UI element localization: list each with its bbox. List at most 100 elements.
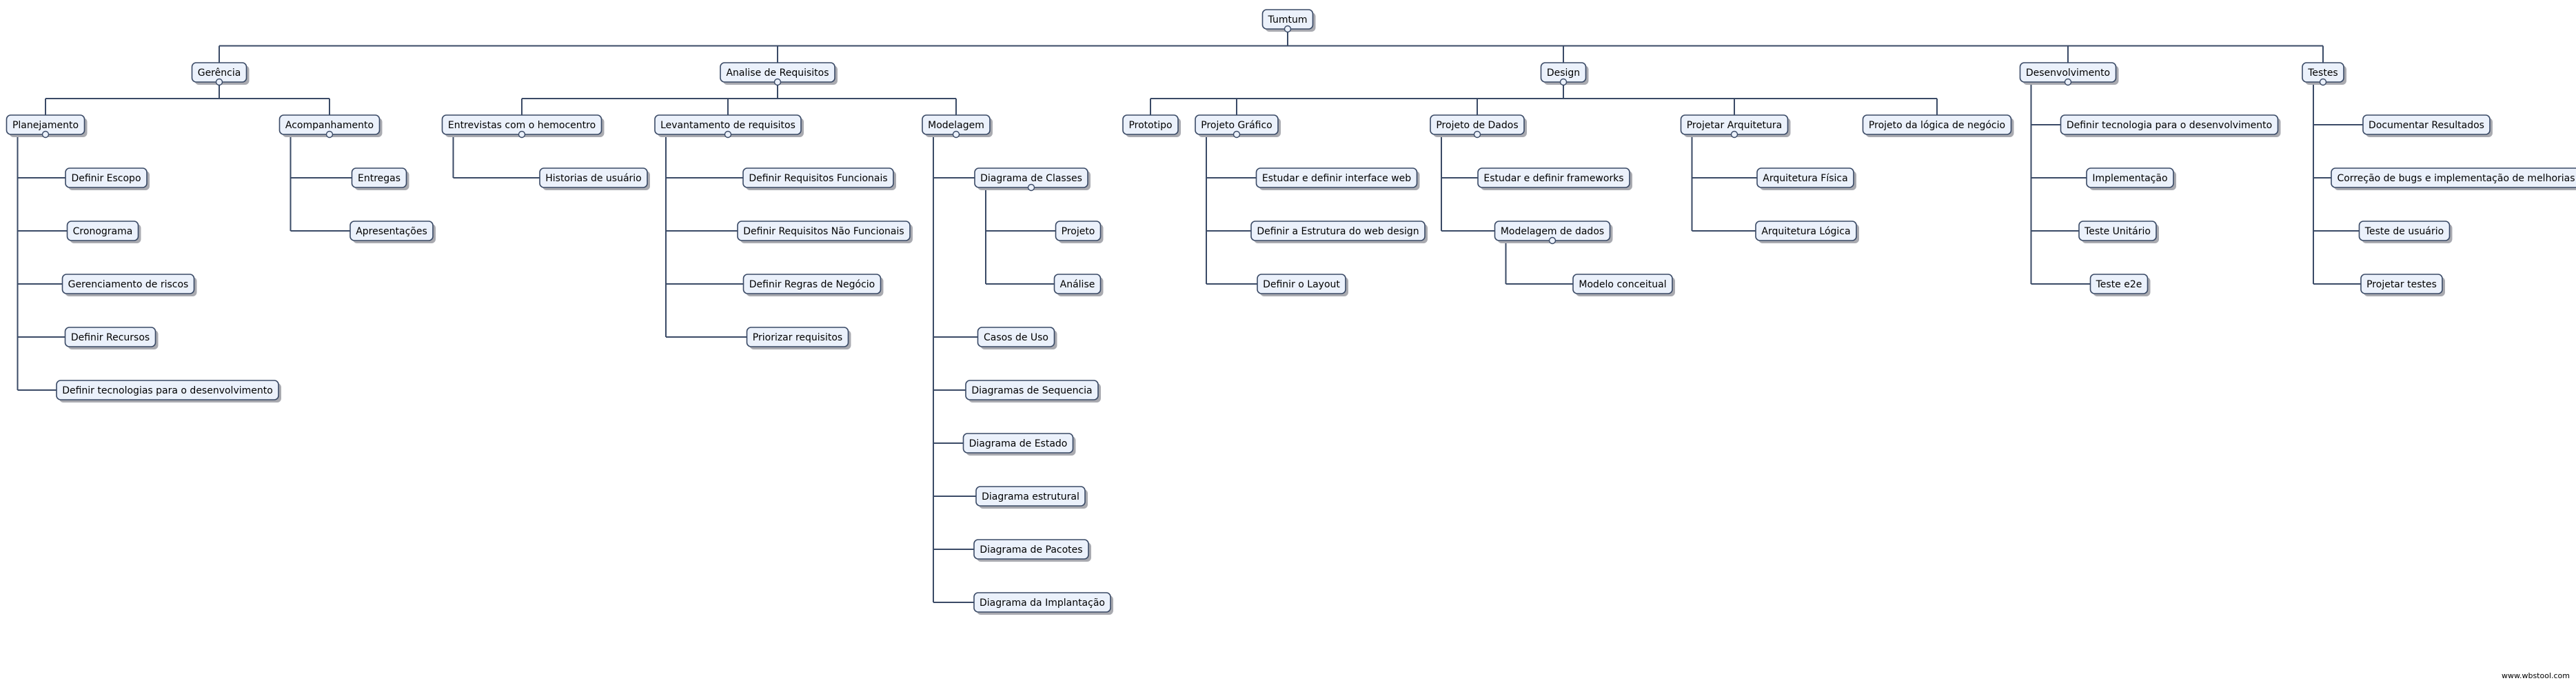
node-label: Entrevistas com o hemocentro (448, 120, 596, 131)
wbs-node-apresentacoes[interactable]: Apresentações (349, 221, 436, 243)
node-box (962, 433, 1074, 453)
node-box (977, 327, 1055, 347)
expand-handle[interactable] (2319, 78, 2327, 86)
wbs-node-prototipo[interactable]: Prototipo (1122, 114, 1181, 137)
expand-handle[interactable] (952, 130, 960, 139)
node-box (1477, 167, 1630, 188)
wbs-node-diagramas-de-sequencia[interactable]: Diagramas de Sequencia (965, 380, 1101, 402)
expand-handle[interactable] (41, 130, 50, 139)
expand-handle[interactable] (215, 78, 223, 86)
node-box (2060, 114, 2279, 135)
wbs-node-implementacao[interactable]: Implementação (2086, 167, 2176, 190)
wbs-node-entregas[interactable]: Entregas (351, 167, 409, 190)
node-label: Diagrama de Estado (969, 438, 1068, 449)
wbs-node-projeto-de-dados[interactable]: Projeto de Dados (1430, 114, 1527, 137)
node-box (1755, 221, 1857, 241)
expand-handle[interactable] (1730, 130, 1738, 139)
expand-handle[interactable] (1284, 25, 1292, 33)
wbs-node-modelagem[interactable]: Modelagem (922, 114, 993, 137)
node-label: Diagrama estrutural (982, 491, 1079, 502)
wbs-node-diagrama-estrutural[interactable]: Diagrama estrutural (975, 486, 1088, 509)
wbs-node-tumtum[interactable]: Tumtum (1261, 9, 1316, 32)
wbs-node-definir-tecnologia-para-o-desenvolvimento[interactable]: Definir tecnologia para o desenvolviment… (2060, 114, 2281, 137)
wbs-node-definir-recursos[interactable]: Definir Recursos (64, 327, 159, 349)
wbs-node-estudar-e-definir-frameworks[interactable]: Estudar e definir frameworks (1477, 167, 1632, 190)
node-label: Análise (1060, 279, 1095, 290)
wbs-node-arquitetura-logica[interactable]: Arquitetura Lógica (1755, 221, 1859, 243)
wbs-node-gerencia[interactable]: Gerência (191, 62, 250, 85)
wbs-node-definir-a-estrutura-do-web-design[interactable]: Definir a Estrutura do web design (1250, 221, 1428, 243)
wbs-node-levantamento-de-requisitos[interactable]: Levantamento de requisitos (654, 114, 804, 137)
wbs-node-analise-de-requisitos[interactable]: Analise de Requisitos (720, 62, 838, 85)
expand-handle[interactable] (325, 130, 334, 139)
wbs-node-projeto[interactable]: Projeto (1055, 221, 1104, 243)
wbs-node-teste-e2e[interactable]: Teste e2e (2089, 274, 2151, 296)
wbs-node-estudar-e-definir-interface-web[interactable]: Estudar e definir interface web (1255, 167, 1420, 190)
node-box (1572, 274, 1673, 294)
node-label: Historias de usuário (545, 173, 642, 184)
node-label: Definir Requisitos Funcionais (749, 173, 887, 184)
expand-handle[interactable] (1473, 130, 1481, 139)
expand-handle[interactable] (1233, 130, 1241, 139)
wbs-node-diagrama-de-estado[interactable]: Diagrama de Estado (962, 433, 1076, 456)
expand-handle[interactable] (724, 130, 732, 139)
wbs-node-definir-tecnologias-para-o-desenvolvimento[interactable]: Definir tecnologias para o desenvolvimen… (56, 380, 281, 402)
wbs-node-acompanhamento[interactable]: Acompanhamento (278, 114, 383, 137)
wbs-node-modelo-conceitual[interactable]: Modelo conceitual (1572, 274, 1675, 296)
wbs-node-teste-unitario[interactable]: Teste Unitário (2078, 221, 2159, 243)
wbs-node-documentar-resultados[interactable]: Documentar Resultados (2362, 114, 2493, 137)
node-label: Casos de Uso (984, 332, 1048, 343)
wbs-node-diagrama-da-implantacao[interactable]: Diagrama da Implantação (973, 592, 1113, 615)
wbs-node-projetar-testes[interactable]: Projetar testes (2360, 274, 2445, 296)
node-label: Acompanhamento (285, 120, 374, 131)
node-box (737, 221, 911, 241)
wbs-node-definir-requisitos-nao-funcionais[interactable]: Definir Requisitos Não Funcionais (737, 221, 913, 243)
wbs-node-definir-regras-de-negocio[interactable]: Definir Regras de Negócio (742, 274, 884, 296)
expand-handle[interactable] (518, 130, 526, 139)
wbs-node-analise[interactable]: Análise (1053, 274, 1104, 296)
wbs-node-projetar-arquitetura[interactable]: Projetar Arquitetura (1680, 114, 1791, 137)
wbs-node-historias-de-usuario[interactable]: Historias de usuário (539, 167, 650, 190)
wbs-node-correcao-de-bugs-e-implementacao-de-melhorias[interactable]: Correção de bugs e implementação de melh… (2331, 167, 2576, 190)
node-label: Arquitetura Lógica (1761, 226, 1850, 237)
node-label: Diagrama de Pacotes (980, 544, 1082, 555)
node-label: Estudar e definir interface web (1262, 173, 1411, 184)
wbs-node-modelagem-de-dados[interactable]: Modelagem de dados (1494, 221, 1613, 243)
wbs-node-diagrama-de-pacotes[interactable]: Diagrama de Pacotes (973, 539, 1091, 562)
node-label: Modelagem (928, 120, 984, 131)
node-label: Projeto Gráfico (1201, 120, 1272, 131)
wbs-node-projeto-grafico[interactable]: Projeto Gráfico (1195, 114, 1281, 137)
wbs-node-desenvolvimento[interactable]: Desenvolvimento (2019, 62, 2119, 85)
node-box (1053, 274, 1102, 294)
node-box (746, 327, 849, 347)
node-label: Gerência (198, 68, 241, 79)
wbs-node-cronograma[interactable]: Cronograma (66, 221, 141, 243)
node-label: Documentar Resultados (2369, 120, 2484, 131)
expand-handle[interactable] (773, 78, 782, 86)
node-label: Teste Unitário (2084, 226, 2151, 237)
expand-handle[interactable] (2064, 78, 2072, 86)
wbs-node-casos-de-uso[interactable]: Casos de Uso (977, 327, 1057, 349)
wbs-node-arquitetura-fisica[interactable]: Arquitetura Física (1756, 167, 1856, 190)
wbs-node-priorizar-requisitos[interactable]: Priorizar requisitos (746, 327, 851, 349)
node-box (66, 221, 139, 241)
wbs-node-diagrama-de-classes[interactable]: Diagrama de Classes (974, 167, 1091, 190)
node-label: Projeto de Dados (1436, 120, 1518, 131)
node-label: Apresentações (356, 226, 427, 237)
node-label: Definir Regras de Negócio (749, 279, 875, 290)
expand-handle[interactable] (1027, 183, 1035, 192)
node-label: Definir Requisitos Não Funcionais (743, 226, 904, 237)
wbs-node-definir-escopo[interactable]: Definir Escopo (65, 167, 150, 190)
wbs-node-projeto-da-logica-de-negocio[interactable]: Projeto da lógica de negócio (1862, 114, 2014, 137)
wbs-node-teste-de-usuario[interactable]: Teste de usuário (2358, 221, 2453, 243)
node-box (2089, 274, 2149, 294)
node-box (2360, 274, 2443, 294)
wbs-node-definir-o-layout[interactable]: Definir o Layout (1257, 274, 1348, 296)
expand-handle[interactable] (1559, 78, 1568, 86)
node-box (1756, 167, 1854, 188)
wbs-node-definir-requisitos-funcionais[interactable]: Definir Requisitos Funcionais (742, 167, 896, 190)
wbs-node-gerenciamento-de-riscos[interactable]: Gerenciamento de riscos (61, 274, 197, 296)
expand-handle[interactable] (1548, 236, 1556, 245)
wbs-node-planejamento[interactable]: Planejamento (6, 114, 88, 137)
wbs-node-design[interactable]: Design (1540, 62, 1589, 85)
